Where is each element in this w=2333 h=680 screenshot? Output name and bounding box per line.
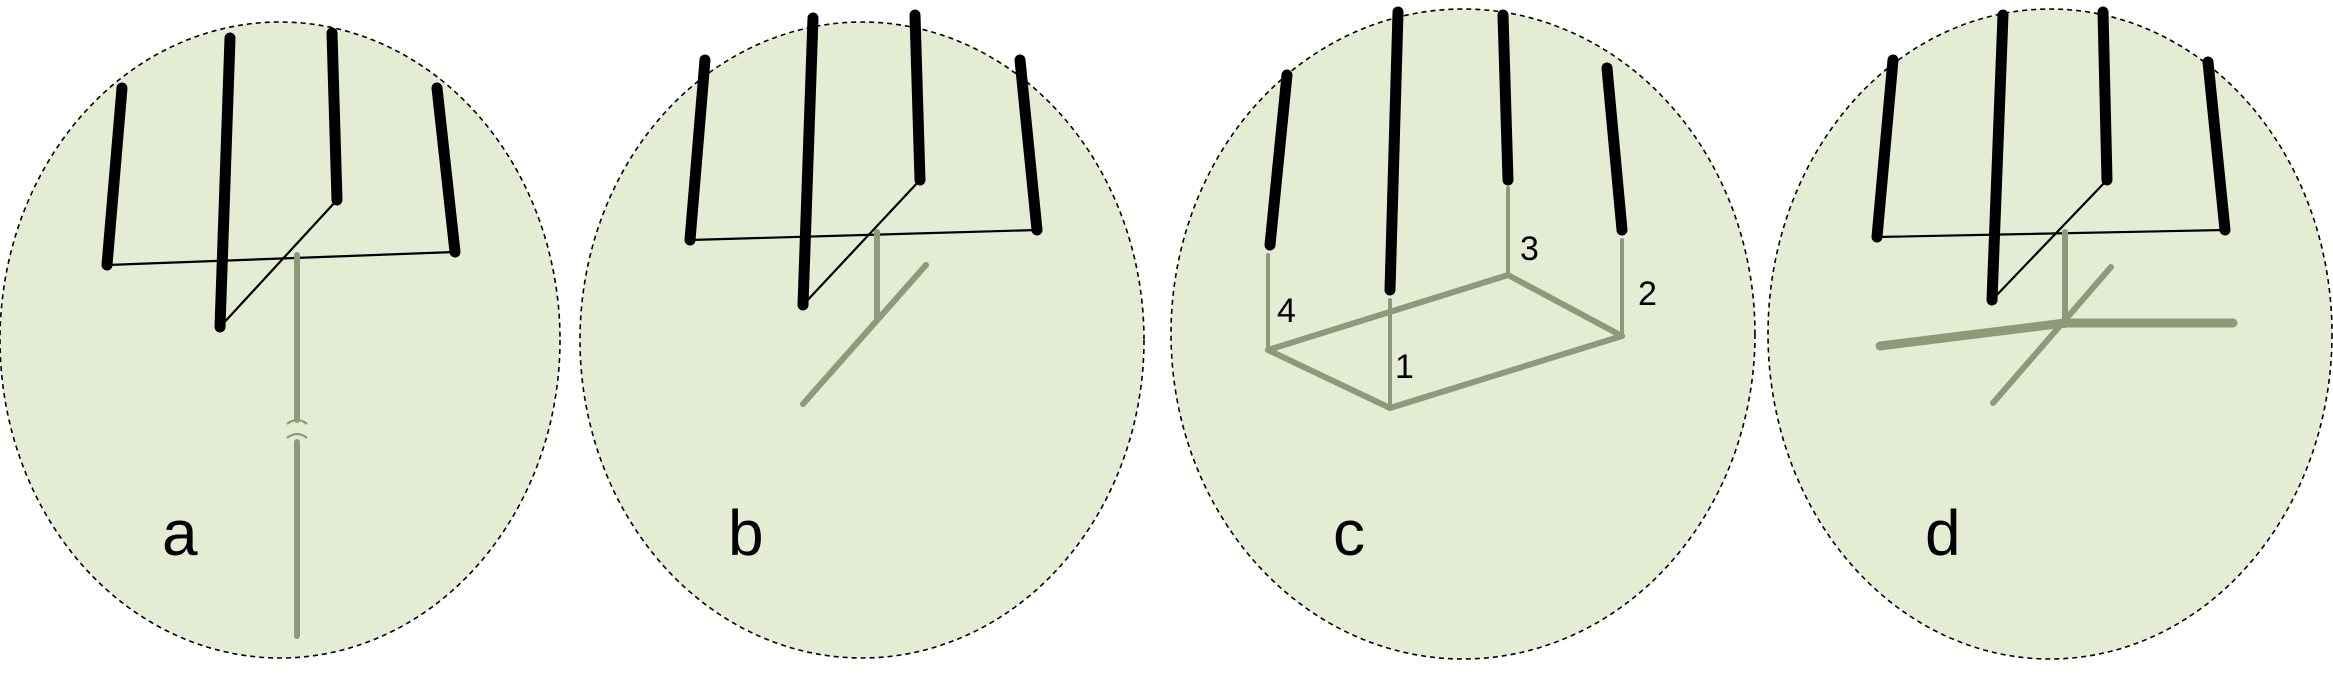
panel-a-rod-2 xyxy=(214,32,236,333)
panel-d-rod-1 xyxy=(1871,54,1899,243)
panel-d-wire-horizontal xyxy=(1875,228,2227,239)
panel-a-rod-4 xyxy=(431,82,461,258)
panel-b-rod-1 xyxy=(684,54,711,246)
panel-c-feed-bottom-left xyxy=(1265,347,1393,411)
panel-a-break-mark xyxy=(286,418,308,439)
panel-a-wire-horizontal xyxy=(105,250,457,267)
panel-c-oval xyxy=(1170,8,1756,660)
panel-a-label: a xyxy=(162,497,198,569)
panel-a-oval xyxy=(0,21,561,659)
panel-a: a xyxy=(0,21,561,659)
panel-d-rod-2 xyxy=(1986,9,2009,306)
panel-c-feed-top-right xyxy=(1505,272,1625,339)
panel-b-rod-2 xyxy=(797,12,819,311)
panel-c-rod-2 xyxy=(1384,6,1404,296)
panel-a-wire-diagonal xyxy=(218,198,339,329)
panel-c-number-4: 4 xyxy=(1277,292,1296,330)
panel-c-feed-top-left xyxy=(1265,272,1511,353)
panel-c-rod-3 xyxy=(1497,9,1514,186)
panel-a-rod-1 xyxy=(101,82,128,271)
panel-c-number-1: 1 xyxy=(1395,348,1414,386)
panel-c: 1 2 3 4 c xyxy=(1170,6,1756,660)
panel-c-number-2: 2 xyxy=(1638,275,1657,313)
panel-c-rod-4 xyxy=(1601,62,1628,236)
panel-c-number-3: 3 xyxy=(1520,230,1539,268)
panel-d-rod-4 xyxy=(2202,56,2231,236)
panel-d-feed-left-arm xyxy=(1875,318,2070,351)
panel-b: b xyxy=(579,9,1145,659)
panel-b-wire-diagonal xyxy=(801,178,922,307)
panel-d-label: d xyxy=(1925,497,1961,569)
panel-c-rod-1 xyxy=(1264,69,1293,251)
panel-b-rod-3 xyxy=(909,9,926,186)
panel-c-feed-bottom-right xyxy=(1387,333,1625,411)
panel-d: d xyxy=(1767,6,2333,660)
panel-d-feed-diagonal xyxy=(1990,264,2114,406)
panel-b-rod-4 xyxy=(1014,54,1043,236)
panel-c-label: c xyxy=(1333,497,1365,569)
panel-a-rod-3 xyxy=(326,27,343,206)
panel-b-label: b xyxy=(728,497,764,569)
panel-d-rod-3 xyxy=(2097,6,2113,186)
panel-b-feed-diagonal xyxy=(800,262,929,407)
panel-d-wire-diagonal xyxy=(1990,178,2109,302)
panel-b-wire-horizontal xyxy=(688,228,1039,242)
